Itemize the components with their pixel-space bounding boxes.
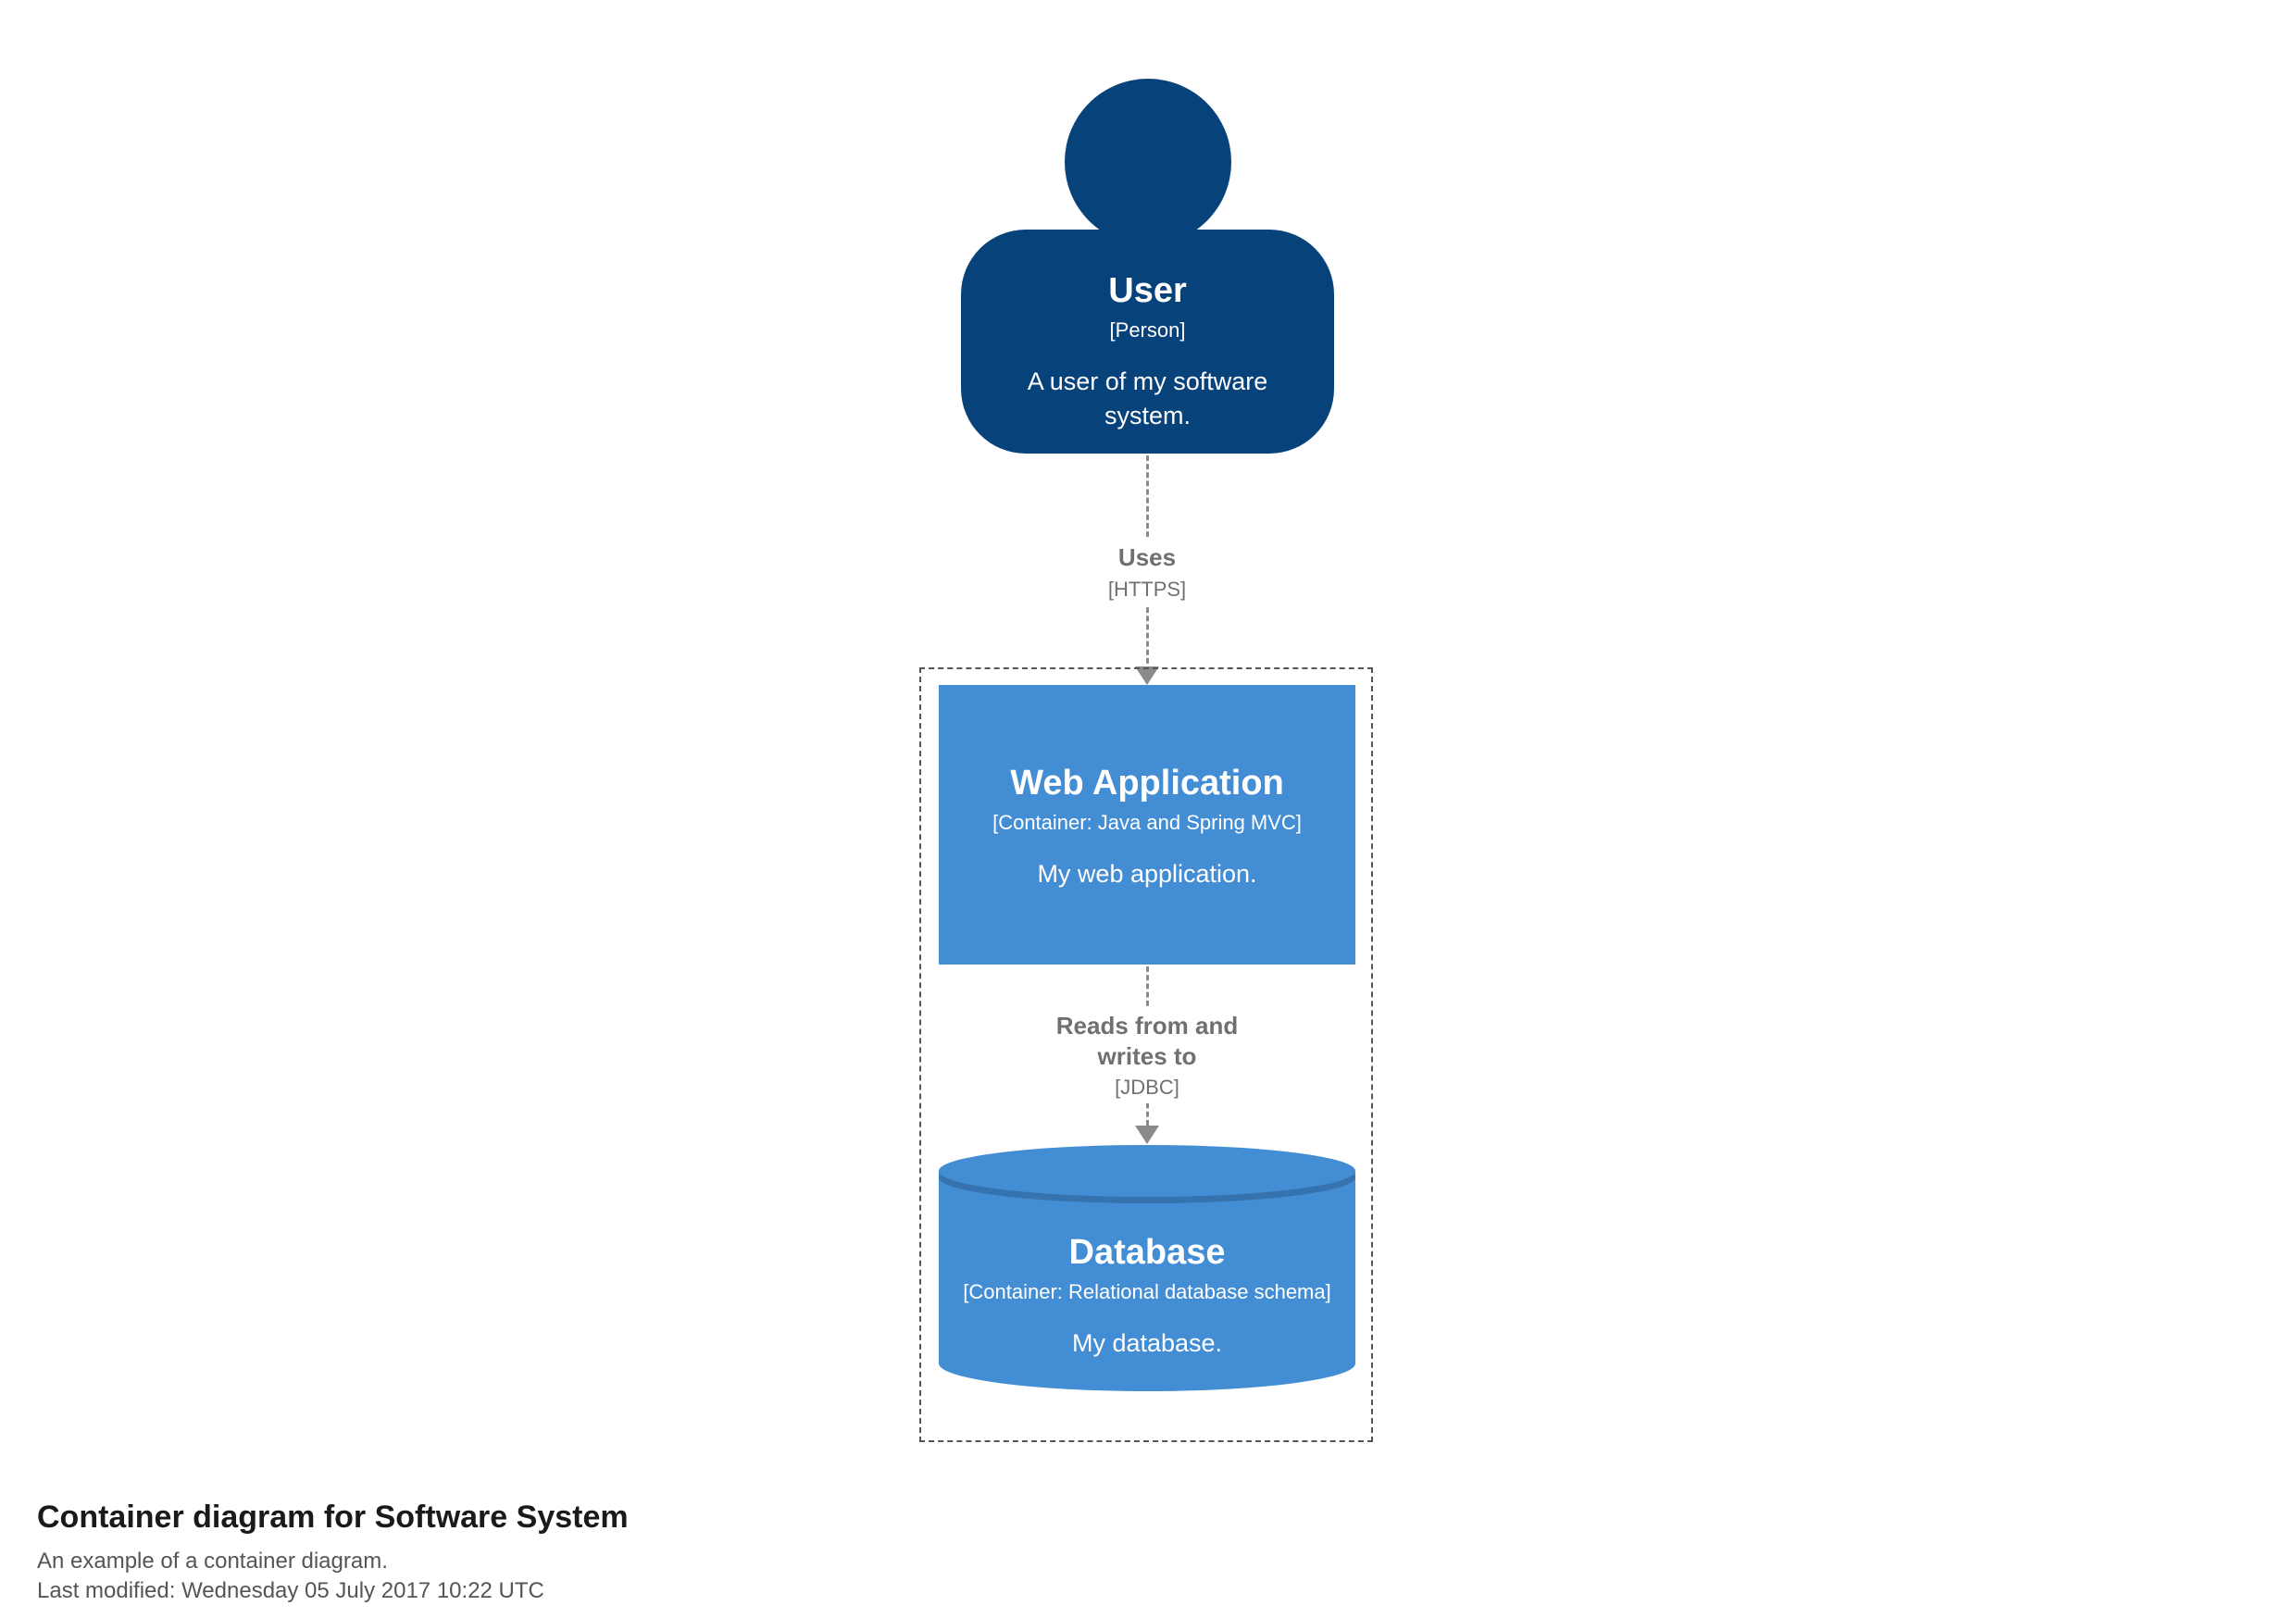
database-meta: [Container: Relational database schema] [963,1279,1331,1303]
database-cylinder-body [939,1171,1355,1391]
arrowhead-down-icon [1135,666,1159,685]
person-user-node[interactable]: User [Person] A user of my software syst… [961,230,1334,454]
arrowhead-down-icon [1135,1126,1159,1144]
relationship-reads-writes-label: Reads from and writes to [1055,1012,1239,1070]
database-text-group: Database [Container: Relational database… [939,1233,1355,1361]
relationship-uses-label: Uses [1117,543,1177,571]
diagram-subtitle: An example of a container diagram. [37,1549,388,1574]
web-application-description: My web application. [1037,860,1257,889]
diagram-last-modified: Last modified: Wednesday 05 July 2017 10… [37,1578,544,1604]
diagram-title: Container diagram for Software System [37,1500,629,1535]
relationship-reads-writes-technology: [JDBC] [1115,1076,1179,1099]
person-description: A user of my software system. [1027,367,1268,429]
container-database-node[interactable]: Database [Container: Relational database… [939,1145,1355,1417]
person-meta: [Person] [1109,317,1186,342]
web-application-meta: [Container: Java and Spring MVC] [992,810,1302,834]
software-system-boundary [919,667,1373,1442]
database-name: Database [1068,1233,1226,1272]
database-description: My database. [1071,1329,1223,1358]
relationship-uses-label-group: Uses [HTTPS] [1096,539,1198,605]
relationship-uses-technology: [HTTPS] [1107,577,1187,601]
person-name: User [1108,271,1187,310]
person-head-icon [1065,79,1231,245]
diagram-footer: Container diagram for Software System An… [37,1500,629,1607]
relationship-reads-writes-label-group: Reads from and writes to [JDBC] [1043,1007,1251,1104]
web-application-name: Web Application [1010,764,1284,803]
database-cylinder-top [939,1145,1355,1197]
container-web-application-node[interactable]: Web Application [Container: Java and Spr… [939,685,1355,965]
